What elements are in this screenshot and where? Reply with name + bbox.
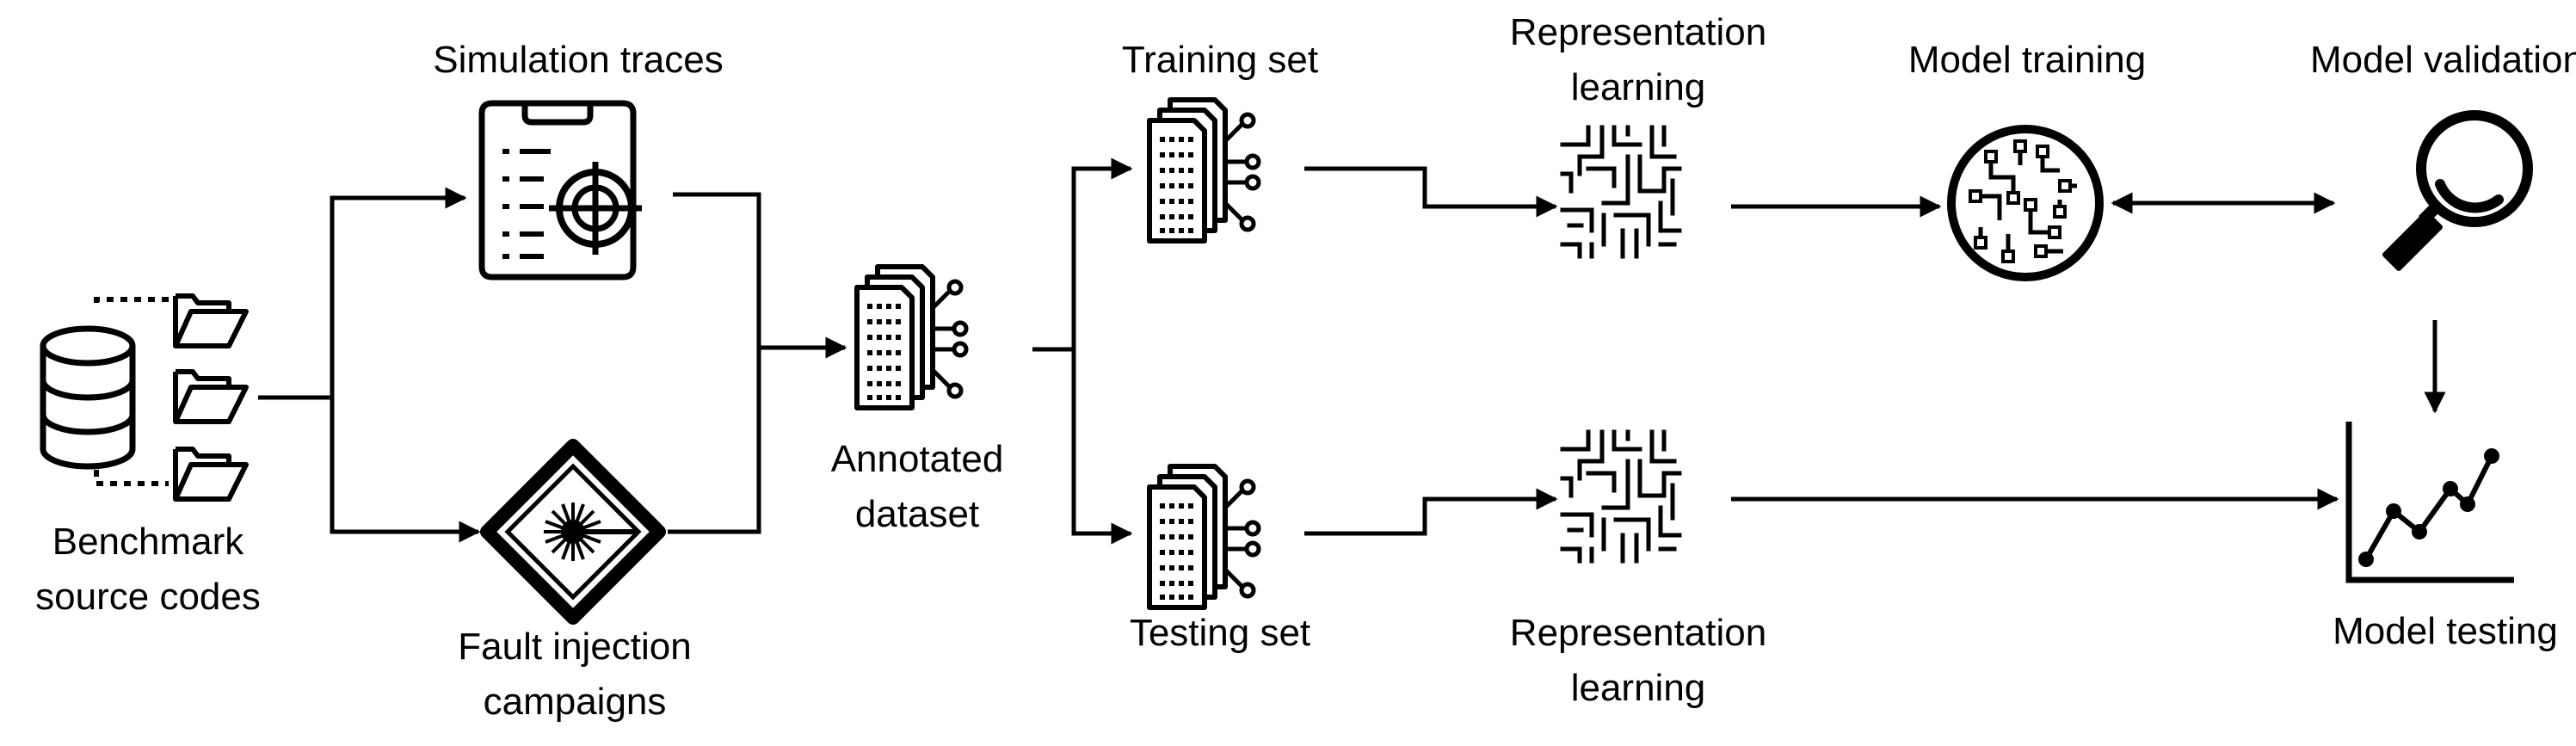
model-testing-label: Model testing bbox=[2333, 604, 2558, 659]
training-set-label-line1: Training set bbox=[1121, 39, 1319, 81]
edge-training-to-repr bbox=[1304, 166, 1558, 218]
line-chart-icon bbox=[2345, 422, 2514, 583]
folder-icon-top bbox=[173, 293, 249, 348]
edge-benchmark-to-simulation bbox=[258, 187, 467, 400]
dotted-connector-bottom bbox=[94, 470, 169, 486]
edge-simulation-to-annotated bbox=[673, 192, 847, 359]
simulation-traces-label: Simulation traces bbox=[433, 33, 723, 88]
testing-set-icon bbox=[1149, 466, 1259, 607]
folder-icon-bottom bbox=[173, 447, 249, 502]
representation-learning-bottom-label-line1: Representation bbox=[1509, 612, 1767, 654]
model-testing-label-line1: Model testing bbox=[2333, 610, 2558, 652]
edge-benchmark-to-fault bbox=[330, 398, 481, 543]
representation-learning-top-label-line1: Representation bbox=[1509, 11, 1767, 53]
model-training-label-line1: Model training bbox=[1907, 39, 2147, 81]
benchmark-label: Benchmark source codes bbox=[35, 515, 261, 625]
annotated-dataset-label: Annotated dataset bbox=[831, 432, 1004, 542]
representation-learning-bottom-label: Representation learning bbox=[1510, 606, 1766, 716]
fault-injection-label-line2: campaigns bbox=[483, 681, 667, 723]
model-validation-label-line1: Model validation bbox=[2310, 39, 2576, 81]
edge-annotated-to-testing bbox=[1071, 349, 1133, 545]
edge-annotated-to-training bbox=[1032, 157, 1133, 352]
representation-learning-top-label-line2: learning bbox=[1570, 66, 1706, 108]
clipboard-target-icon bbox=[478, 100, 642, 281]
representation-learning-bottom-label-line2: learning bbox=[1570, 667, 1706, 709]
training-set-icon bbox=[1149, 100, 1259, 241]
benchmark-label-line2: source codes bbox=[35, 576, 261, 618]
benchmark-label-line1: Benchmark bbox=[52, 521, 244, 563]
model-validation-label: Model validation bbox=[2310, 33, 2576, 88]
dotted-connector-top bbox=[94, 297, 169, 303]
database-icon bbox=[40, 325, 136, 470]
testing-set-label-line1: Testing set bbox=[1129, 612, 1311, 654]
representation-learning-bottom-icon bbox=[1562, 432, 1679, 561]
annotated-dataset-icon bbox=[857, 267, 966, 408]
edge-fault-to-annotated bbox=[668, 348, 761, 534]
laser-diamond-icon bbox=[480, 439, 666, 625]
fault-injection-label: Fault injection campaigns bbox=[458, 620, 691, 730]
annotated-dataset-label-line1: Annotated bbox=[830, 438, 1004, 480]
training-set-label: Training set bbox=[1122, 33, 1318, 88]
annotated-dataset-label-line2: dataset bbox=[854, 493, 980, 535]
edge-testing-to-repr bbox=[1304, 488, 1558, 536]
representation-learning-top-label: Representation learning bbox=[1510, 5, 1766, 115]
model-training-label: Model training bbox=[1908, 33, 2146, 88]
folder-icon-middle bbox=[173, 369, 249, 424]
simulation-traces-label-line1: Simulation traces bbox=[433, 39, 724, 81]
fault-injection-label-line1: Fault injection bbox=[458, 626, 692, 668]
representation-learning-top-icon bbox=[1562, 127, 1679, 256]
magnifier-icon bbox=[2382, 110, 2533, 271]
circuit-brain-icon bbox=[1947, 125, 2104, 281]
testing-set-label: Testing set bbox=[1130, 606, 1310, 661]
